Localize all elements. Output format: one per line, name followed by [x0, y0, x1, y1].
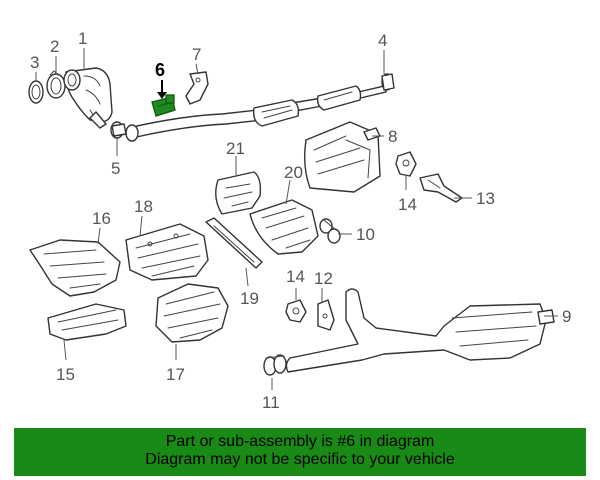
callout-2: 2	[50, 37, 59, 56]
part-2-clamp[interactable]	[46, 70, 66, 99]
callout-8: 8	[388, 127, 397, 146]
part-notice-banner: Part or sub-assembly is #6 in diagram Di…	[14, 428, 586, 476]
notice-line-1: Part or sub-assembly is #6 in diagram	[165, 433, 435, 450]
part-9-rear-muffler[interactable]	[285, 288, 555, 373]
notice-line-2: Diagram may not be specific to your vehi…	[145, 451, 455, 468]
part-18-heat-shield[interactable]	[125, 223, 209, 281]
part-17-heat-shield[interactable]	[155, 283, 229, 343]
callout-5: 5	[111, 159, 120, 178]
part-16-heat-shield[interactable]	[29, 239, 121, 297]
callout-labels: 1 2 3 4 5 6 7 8 9 10 11 12 13 14 14 15 1…	[30, 29, 571, 412]
callout-21: 21	[226, 139, 245, 158]
callout-13: 13	[476, 189, 495, 208]
part-11-clamp[interactable]	[263, 354, 287, 376]
leader-lines	[35, 48, 558, 390]
callout-6-highlighted: 6	[155, 60, 165, 80]
part-13-bracket[interactable]	[419, 173, 463, 203]
intermediate-pipe-assembly[interactable]	[125, 85, 387, 142]
part-20-heat-shield[interactable]	[249, 199, 319, 255]
part-1-front-converter[interactable]	[63, 67, 113, 129]
callout-12: 12	[314, 269, 333, 288]
callout-14-lower: 14	[286, 267, 305, 286]
callout-15: 15	[56, 365, 75, 384]
callout-19: 19	[240, 289, 259, 308]
callout-4: 4	[378, 31, 387, 50]
callout-16: 16	[92, 209, 111, 228]
callout-14-upper: 14	[398, 195, 417, 214]
part-19-bracket-strip[interactable]	[205, 217, 263, 269]
callout-3: 3	[30, 53, 39, 72]
callout-11: 11	[262, 393, 280, 412]
part-10-clamp[interactable]	[319, 218, 341, 244]
part-8-heat-shield[interactable]	[303, 121, 381, 193]
part-12-hanger[interactable]	[317, 299, 335, 331]
callout-18: 18	[134, 197, 153, 216]
part-14-rubber-mount-lower[interactable]	[285, 299, 307, 323]
callout-20: 20	[284, 163, 303, 182]
part-6-highlighted-bracket[interactable]	[151, 94, 176, 117]
part-5-connector-pipe[interactable]	[110, 121, 127, 139]
part-3-gasket-ring[interactable]	[28, 80, 44, 104]
exhaust-parts-diagram: 1 2 3 4 5 6 7 8 9 10 11 12 13 14 14 15 1…	[28, 29, 571, 412]
part-7-hanger-bracket[interactable]	[185, 71, 209, 105]
callout-9: 9	[562, 307, 571, 326]
callout-7: 7	[192, 45, 201, 64]
part-4-pipe-flange[interactable]	[381, 73, 395, 91]
part-14-rubber-mount-upper[interactable]	[395, 151, 417, 177]
callout-17: 17	[166, 365, 185, 384]
part-15-heat-shield[interactable]	[47, 303, 127, 341]
callout-1: 1	[78, 29, 87, 48]
part-21-heat-shield[interactable]	[215, 171, 262, 215]
callout-10: 10	[356, 225, 375, 244]
